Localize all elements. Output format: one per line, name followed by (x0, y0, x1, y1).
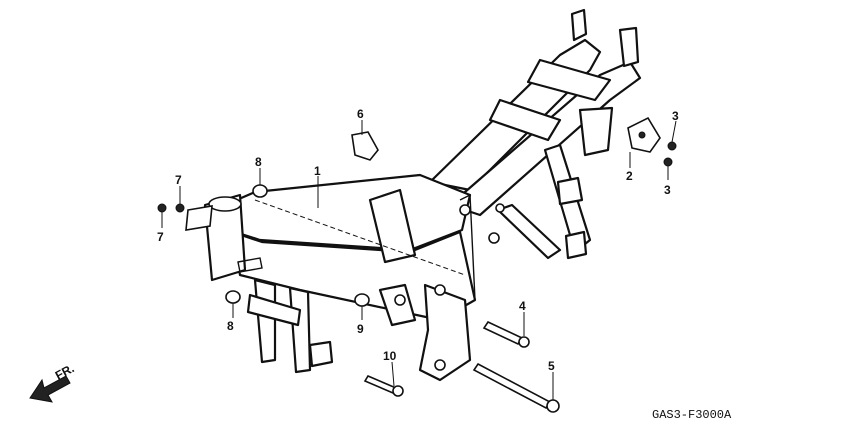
bracket-part-2-hole (638, 131, 646, 139)
collar-8-lower (225, 290, 241, 304)
clamp-part-6 (351, 131, 379, 161)
leader-10 (391, 361, 395, 387)
front-arrow-icon (29, 375, 71, 403)
lower-pivot-hole (434, 359, 446, 371)
spar-slot (237, 257, 263, 273)
center-gusset (368, 188, 417, 264)
boss-hole (394, 294, 406, 306)
frame-hole-2 (495, 203, 505, 213)
plate-part-7 (185, 205, 213, 231)
callout-8-lower: 8 (227, 319, 234, 333)
footrest-bracket (556, 176, 584, 206)
bolt-5-head (546, 399, 560, 413)
callouts: 1 2 3 3 4 5 6 7 7 8 8 9 10 (157, 107, 679, 373)
collar-8-upper (252, 184, 268, 198)
spar-dash-line (254, 199, 466, 276)
front-downtube-left (253, 278, 277, 364)
bolt-10-head (392, 385, 404, 397)
bolt-3-lower (663, 157, 673, 167)
seat-crossmember (526, 58, 612, 102)
bolt-4-shank (482, 320, 524, 346)
rear-crossmember (488, 98, 562, 142)
bolt-10-shank (363, 374, 398, 395)
collar-9 (354, 293, 370, 307)
frame-hole-1 (459, 204, 471, 216)
bolt-7-left (157, 203, 167, 213)
callout-7-upper: 7 (175, 173, 182, 187)
small-parts (157, 116, 677, 413)
frame-hole-3 (488, 232, 500, 244)
rear-bracket-left (570, 8, 588, 42)
callout-3-upper: 3 (672, 109, 679, 123)
front-direction-indicator: FR. (29, 361, 77, 403)
engine-mount-front (308, 340, 334, 368)
side-plate-right (578, 106, 614, 157)
callout-9: 9 (357, 322, 364, 336)
callout-2: 2 (626, 169, 633, 183)
bolt-5-shank (472, 362, 552, 410)
bolt-4-head (518, 336, 530, 348)
steering-head-top (208, 196, 242, 212)
frame-body (203, 8, 642, 382)
pivot-hole (434, 284, 446, 296)
callout-10: 10 (383, 349, 397, 363)
leader-3a (671, 120, 677, 143)
rear-bracket-right (618, 26, 640, 68)
callout-8-upper: 8 (255, 155, 262, 169)
callout-6: 6 (357, 107, 364, 121)
callout-7-lower: 7 (157, 230, 164, 244)
bolt-7-right (175, 203, 185, 213)
front-downtube-right (288, 286, 312, 374)
lower-mount (564, 230, 588, 260)
leader-lines (161, 120, 677, 400)
pivot-plate (418, 283, 472, 382)
callout-1: 1 (314, 164, 321, 178)
downtube-bracket (246, 293, 302, 327)
callout-4: 4 (519, 299, 526, 313)
callout-3-lower: 3 (664, 183, 671, 197)
callout-5: 5 (548, 359, 555, 373)
spar-edge (459, 193, 476, 301)
lower-strut (496, 203, 562, 260)
drawing-code: GAS3-F3000A (652, 408, 732, 422)
direction-label: FR. (53, 361, 77, 382)
bolt-3-upper (667, 141, 677, 151)
